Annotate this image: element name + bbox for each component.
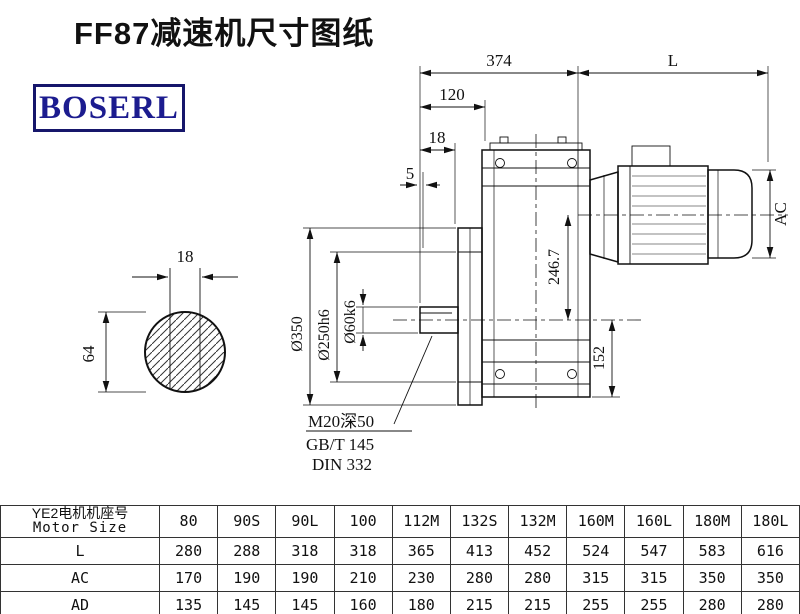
table-cell: 255 — [566, 590, 626, 614]
table-cell: 170 — [158, 563, 219, 592]
table-cell: 190 — [275, 563, 335, 592]
dim-5: 5 — [406, 164, 415, 183]
table-cell: 315 — [624, 563, 684, 592]
motor-size-header: 80 — [158, 505, 219, 538]
table-cell: 280 — [449, 563, 510, 592]
dim-L: L — [668, 51, 678, 70]
table-cell: 318 — [333, 536, 393, 565]
top-bolt — [499, 136, 509, 144]
dim-spigot-dia: Ø250h6 — [316, 309, 333, 361]
table-cell: 145 — [217, 590, 277, 614]
dim-key-width: 18 — [177, 247, 194, 266]
table-cell: 413 — [449, 536, 510, 565]
gearbox-drawing: 18 64 — [79, 51, 790, 474]
table-cell: 280 — [740, 590, 800, 614]
motor-size-header: 132S — [449, 505, 510, 538]
shaft-end-view: 18 64 — [79, 247, 238, 393]
motor-fins — [632, 175, 706, 255]
motor-size-header: 180M — [682, 505, 742, 538]
shaft-section-circle — [144, 311, 226, 393]
note-gbt: GB/T 145 — [306, 435, 374, 454]
brand-logo-text: BOSERL — [39, 89, 179, 126]
motor-size-header: 100 — [333, 505, 393, 538]
leader-line — [393, 335, 433, 425]
table-cell: 190 — [217, 563, 277, 592]
table-cell: 210 — [333, 563, 393, 592]
table-cell: 365 — [391, 536, 451, 565]
table-cell: 230 — [391, 563, 451, 592]
brand-logo: BOSERL — [33, 84, 185, 132]
row-label: AC — [0, 563, 160, 592]
table-cell: 616 — [740, 536, 800, 565]
bolt-hole — [567, 158, 577, 168]
dim-152: 152 — [591, 346, 608, 370]
table-cell: 350 — [682, 563, 742, 592]
dim-flange-dia: Ø350 — [289, 316, 306, 352]
note-din: DIN 332 — [312, 455, 372, 474]
table-cell: 288 — [217, 536, 277, 565]
motor-size-header-label: YE2电机机座号 Motor Size — [0, 505, 160, 538]
table-cell: 452 — [508, 536, 568, 565]
table-cell: 280 — [508, 563, 568, 592]
dim-shaft-height: 64 — [79, 345, 98, 363]
bolt-hole — [495, 369, 505, 379]
motor-size-header: 180L — [740, 505, 800, 538]
motor-size-header: 160L — [624, 505, 684, 538]
table-cell: 180 — [391, 590, 451, 614]
row-label: AD — [0, 590, 160, 614]
motor-size-header: 160M — [566, 505, 626, 538]
table-cell: 145 — [275, 590, 335, 614]
table-cell: 215 — [449, 590, 510, 614]
bolt-hole — [567, 369, 577, 379]
centerlines — [393, 134, 788, 412]
motor-size-header: 112M — [391, 505, 451, 538]
table-cell: 280 — [682, 590, 742, 614]
note-tap: M20深50 — [308, 412, 374, 431]
motor-size-header-cn: YE2电机机座号 — [31, 505, 129, 521]
dim-AC: AC — [771, 202, 790, 226]
top-bolt — [557, 136, 567, 144]
table-cell: 215 — [508, 590, 568, 614]
motor-size-header-en: Motor Size — [32, 520, 128, 537]
table-cell: 255 — [624, 590, 684, 614]
dim-axis-height: 246.7 — [546, 249, 563, 285]
bolt-hole — [495, 158, 505, 168]
table-cell: 547 — [624, 536, 684, 565]
dim-120: 120 — [439, 85, 465, 104]
table-cell: 315 — [566, 563, 626, 592]
row-label: L — [0, 536, 160, 565]
page-title: FF87减速机尺寸图纸 — [74, 16, 375, 51]
table-cell: 318 — [275, 536, 335, 565]
table-cell: 160 — [333, 590, 393, 614]
table-cell: 280 — [158, 536, 219, 565]
motor-size-header: 132M — [508, 505, 568, 538]
dim-shaft-dia: Ø60k6 — [342, 300, 359, 344]
table-cell: 350 — [740, 563, 800, 592]
table-cell: 135 — [158, 590, 219, 614]
table-cell: 583 — [682, 536, 742, 565]
motor-size-header: 90S — [217, 505, 277, 538]
dim-18: 18 — [429, 128, 446, 147]
motor-size-header: 90L — [275, 505, 335, 538]
fan-cowl — [707, 169, 753, 259]
dim-374: 374 — [486, 51, 512, 70]
gearbox-side-view — [419, 136, 753, 406]
table-cell: 524 — [566, 536, 626, 565]
terminal-box — [631, 145, 671, 167]
housing-top-cap — [489, 142, 583, 151]
dimensions: 374 L 120 18 5 AC 246.7 — [289, 51, 790, 474]
